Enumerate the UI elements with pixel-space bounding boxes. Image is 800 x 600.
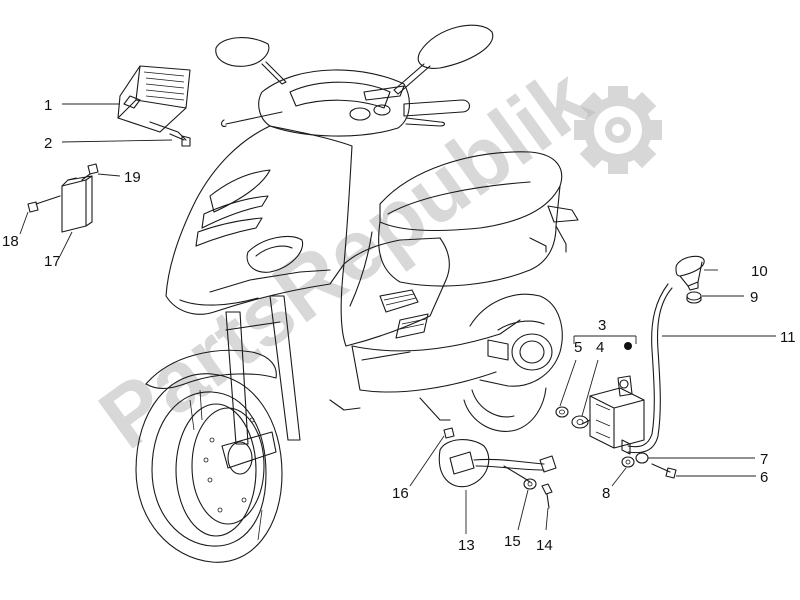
part-10-spark-plug-cap xyxy=(675,255,705,291)
part-14-screw xyxy=(541,483,553,509)
front-fender xyxy=(145,349,277,390)
label-10: 10 xyxy=(751,263,768,280)
headlight xyxy=(246,235,304,273)
label-5: 5 xyxy=(574,339,582,356)
part-6-screw xyxy=(651,463,677,479)
watermark: PartsRepublik xyxy=(83,50,662,467)
label-6: 6 xyxy=(760,469,768,486)
scooter xyxy=(135,24,579,563)
front-wheel xyxy=(135,373,283,563)
part-15-washer xyxy=(523,478,537,490)
rear-wheel xyxy=(463,387,547,432)
label-7: 7 xyxy=(760,451,768,468)
part-3-ignition-coil xyxy=(581,375,645,449)
handlebar-right xyxy=(403,99,471,117)
part-9-cap xyxy=(686,291,702,304)
part-2-screw xyxy=(169,133,191,147)
part-13-sensor-unit xyxy=(438,439,557,488)
part-19-clip xyxy=(81,163,99,181)
label-3: 3 xyxy=(598,317,606,334)
label-16: 16 xyxy=(392,485,409,502)
label-19: 19 xyxy=(124,169,141,186)
part-7-washer xyxy=(635,452,649,464)
rear-body xyxy=(378,185,561,287)
leader-lines xyxy=(19,103,776,534)
label-1: 1 xyxy=(44,97,52,114)
label-14: 14 xyxy=(536,537,553,554)
label-18: 18 xyxy=(2,233,19,250)
label-2: 2 xyxy=(44,135,52,152)
part-8-washer xyxy=(621,456,635,468)
gear-icon xyxy=(574,86,662,174)
front-shield xyxy=(165,125,353,315)
handlebar-left xyxy=(221,111,283,127)
part-5-washer xyxy=(555,406,569,418)
part-16-clip xyxy=(443,427,455,439)
part-11-ht-lead xyxy=(621,283,673,455)
part-labels: 1 2 3 4 5 6 7 8 9 10 11 13 14 15 16 17 1… xyxy=(2,97,796,554)
label-15: 15 xyxy=(504,533,521,550)
part-17-module xyxy=(61,175,93,233)
headset xyxy=(258,69,410,137)
label-13: 13 xyxy=(458,537,475,554)
right-mirror xyxy=(417,24,494,69)
engine xyxy=(469,293,563,387)
label-17: 17 xyxy=(44,253,61,270)
label-4: 4 xyxy=(596,339,604,356)
bullet-marker xyxy=(624,342,632,350)
part-1-voltage-regulator xyxy=(117,65,191,141)
part-18-screw xyxy=(27,195,61,213)
label-8: 8 xyxy=(602,485,610,502)
left-mirror xyxy=(215,37,270,67)
part-4-bushing xyxy=(571,415,589,429)
label-11: 11 xyxy=(780,329,796,346)
label-9: 9 xyxy=(750,289,758,306)
front-fork xyxy=(225,311,249,445)
